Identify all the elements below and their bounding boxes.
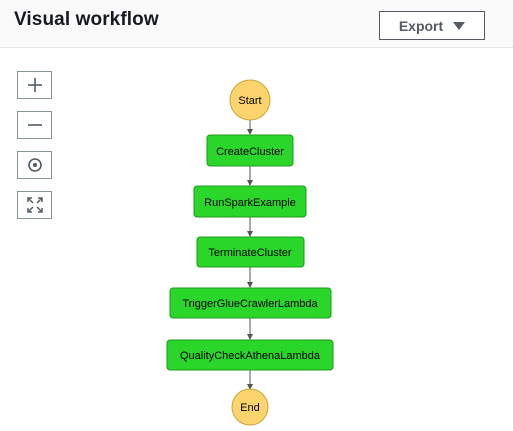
zoom-out-button[interactable] — [17, 111, 52, 139]
zoom-out-icon — [27, 124, 42, 126]
state-label: TriggerGlueCrawlerLambda — [182, 298, 318, 310]
center-button[interactable] — [17, 151, 52, 179]
start-state[interactable]: Start — [229, 79, 271, 121]
zoom-in-button[interactable] — [17, 71, 52, 99]
state-label: QualityCheckAthenaLambda — [180, 350, 321, 362]
workflow-canvas[interactable]: Start CreateCluster RunSparkExample Term… — [0, 49, 513, 431]
state-runsparkexample[interactable]: RunSparkExample — [193, 185, 307, 218]
zoom-in-icon — [27, 78, 42, 92]
fit-to-screen-button[interactable] — [17, 191, 52, 219]
workflow-graph: Start CreateCluster RunSparkExample Term… — [166, 79, 334, 426]
fit-to-screen-icon — [26, 197, 43, 213]
panel-title: Visual workflow — [14, 9, 159, 30]
export-button-label: Export — [398, 17, 444, 34]
start-state-label: Start — [238, 95, 261, 107]
end-state-label: End — [240, 402, 260, 414]
state-terminatecluster[interactable]: TerminateCluster — [196, 236, 305, 268]
caret-down-icon — [453, 22, 466, 30]
state-triggergluecrawlerlambda[interactable]: TriggerGlueCrawlerLambda — [169, 287, 332, 319]
state-createcluster[interactable]: CreateCluster — [206, 134, 294, 167]
state-qualitycheckathenalambda[interactable]: QualityCheckAthenaLambda — [166, 339, 334, 371]
center-icon — [27, 158, 42, 172]
export-button[interactable]: Export — [379, 11, 485, 40]
panel-header: Visual workflow Export — [0, 0, 513, 48]
state-label: CreateCluster — [216, 146, 284, 158]
end-state[interactable]: End — [231, 388, 269, 426]
state-label: RunSparkExample — [204, 197, 296, 209]
state-label: TerminateCluster — [208, 247, 291, 259]
